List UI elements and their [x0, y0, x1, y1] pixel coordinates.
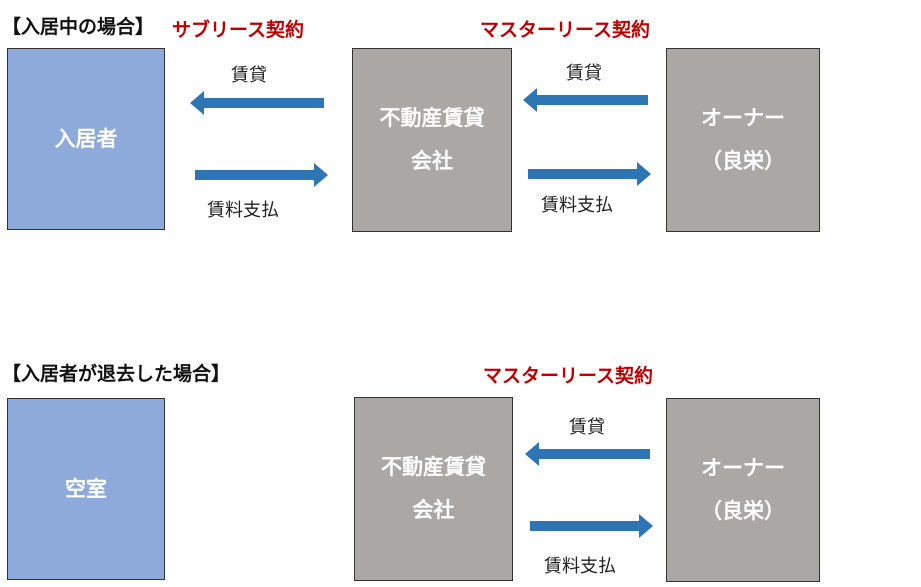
rent-label: 賃貸	[569, 417, 605, 438]
owner-label-line1: オーナー	[701, 456, 785, 480]
left-arrow-icon	[525, 442, 650, 466]
master-lease-contract-label: マスターリース契約	[483, 365, 654, 387]
rent-label-left: 賃貸	[231, 65, 267, 86]
owner-box: オーナー （良栄）	[666, 398, 820, 582]
vacancy-label: 空室	[65, 476, 107, 501]
tenant-label: 入居者	[54, 126, 118, 151]
heading-vacated: 【入居者が退去した場合】	[2, 363, 231, 385]
company-label-line1: 不動産賃貸	[379, 106, 485, 130]
rent-label-right: 賃貸	[566, 63, 602, 84]
master-lease-contract-label: マスターリース契約	[480, 19, 651, 41]
company-label-line2: 会社	[411, 149, 453, 173]
owner-box: オーナー （良栄）	[666, 48, 820, 232]
company-label-line2: 会社	[412, 498, 455, 522]
real-estate-company-box: 不動産賃貸 会社	[354, 397, 513, 581]
vacancy-box: 空室	[7, 398, 165, 580]
real-estate-company-box: 不動産賃貸 会社	[352, 48, 512, 232]
left-arrow-icon	[523, 88, 648, 112]
company-label-line1: 不動産賃貸	[381, 455, 486, 479]
right-arrow-icon	[530, 514, 653, 538]
owner-label-line2: （良栄）	[701, 499, 785, 523]
payment-label-right: 賃料支払	[541, 195, 613, 216]
right-arrow-icon	[528, 162, 651, 186]
payment-label-left: 賃料支払	[207, 200, 279, 221]
payment-label: 賃料支払	[544, 556, 616, 577]
owner-label-line2: （良栄）	[701, 149, 785, 173]
owner-label-line1: オーナー	[701, 106, 785, 130]
tenant-box: 入居者	[7, 48, 165, 230]
heading-occupied: 【入居中の場合】	[2, 16, 155, 38]
right-arrow-icon	[195, 163, 328, 187]
sublease-contract-label: サブリース契約	[172, 19, 305, 41]
left-arrow-icon	[190, 91, 324, 115]
